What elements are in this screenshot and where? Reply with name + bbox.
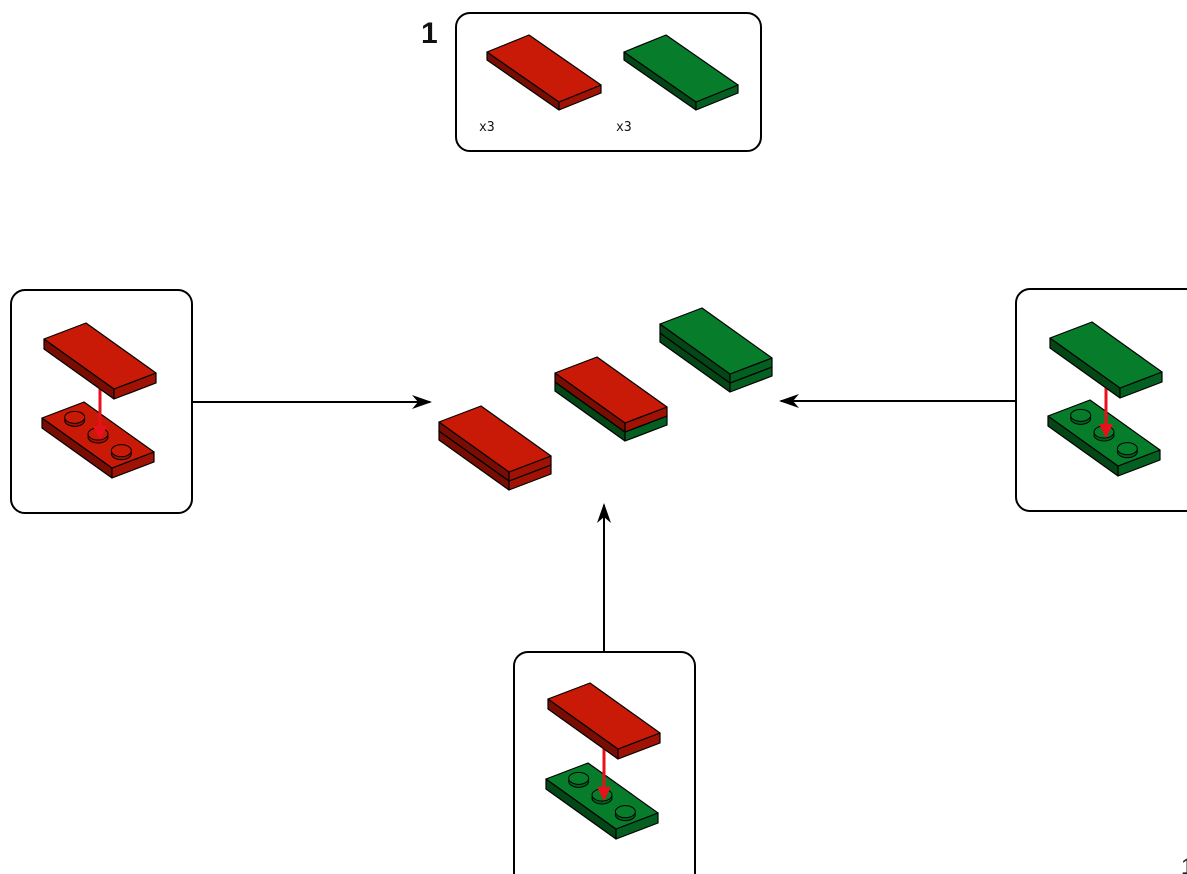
callout-base-plate-stud xyxy=(64,410,86,424)
callout-base-plate-stud xyxy=(568,771,590,785)
result-stack-2-top xyxy=(554,356,668,433)
page-corner-mark: 1 xyxy=(1181,854,1187,874)
assembled-result xyxy=(438,307,773,491)
callout-top-tile xyxy=(1049,321,1163,399)
part-quantity-red: x3 xyxy=(479,120,495,135)
insert-arrow-head xyxy=(597,787,611,801)
part-quantity-green: x3 xyxy=(616,120,632,135)
part-tile-green: x3 xyxy=(616,34,739,135)
callout-base-plate-stud xyxy=(614,805,636,819)
part-tile-green-shape xyxy=(623,34,739,111)
part-tile-red-shape-top-face xyxy=(486,34,602,103)
part-tile-red-shape xyxy=(486,34,602,111)
part-tile-green-shape-top-face xyxy=(623,34,739,103)
parts-list-panel: x3 x3 xyxy=(455,12,762,152)
result-stack-3-top xyxy=(659,307,773,384)
callout-base-plate-stud xyxy=(110,444,132,458)
callout-top-tile xyxy=(547,682,661,760)
result-stack-2-top-top-face xyxy=(554,356,668,424)
callout-base-plate-stud xyxy=(1116,442,1138,456)
insert-arrow-head xyxy=(93,426,107,440)
callout-base-plate-stud xyxy=(1070,408,1092,422)
callout-red-on-green xyxy=(513,651,696,874)
result-stack-1-top xyxy=(438,405,552,482)
step-number: 1 xyxy=(421,17,438,50)
callout-green-on-green xyxy=(1015,288,1187,512)
callout-red-on-red xyxy=(10,289,193,514)
result-stack-3-top-top-face xyxy=(659,307,773,375)
insert-arrow-head xyxy=(1099,424,1113,438)
callout-top-tile-top-face xyxy=(1049,321,1163,389)
callout-top-tile-top-face xyxy=(43,322,157,390)
callout-frame-right xyxy=(1015,288,1187,512)
result-stack-1-top-top-face xyxy=(438,405,552,473)
callout-top-tile-top-face xyxy=(547,682,661,750)
callout-top-tile xyxy=(43,322,157,400)
part-tile-red: x3 xyxy=(479,34,602,135)
